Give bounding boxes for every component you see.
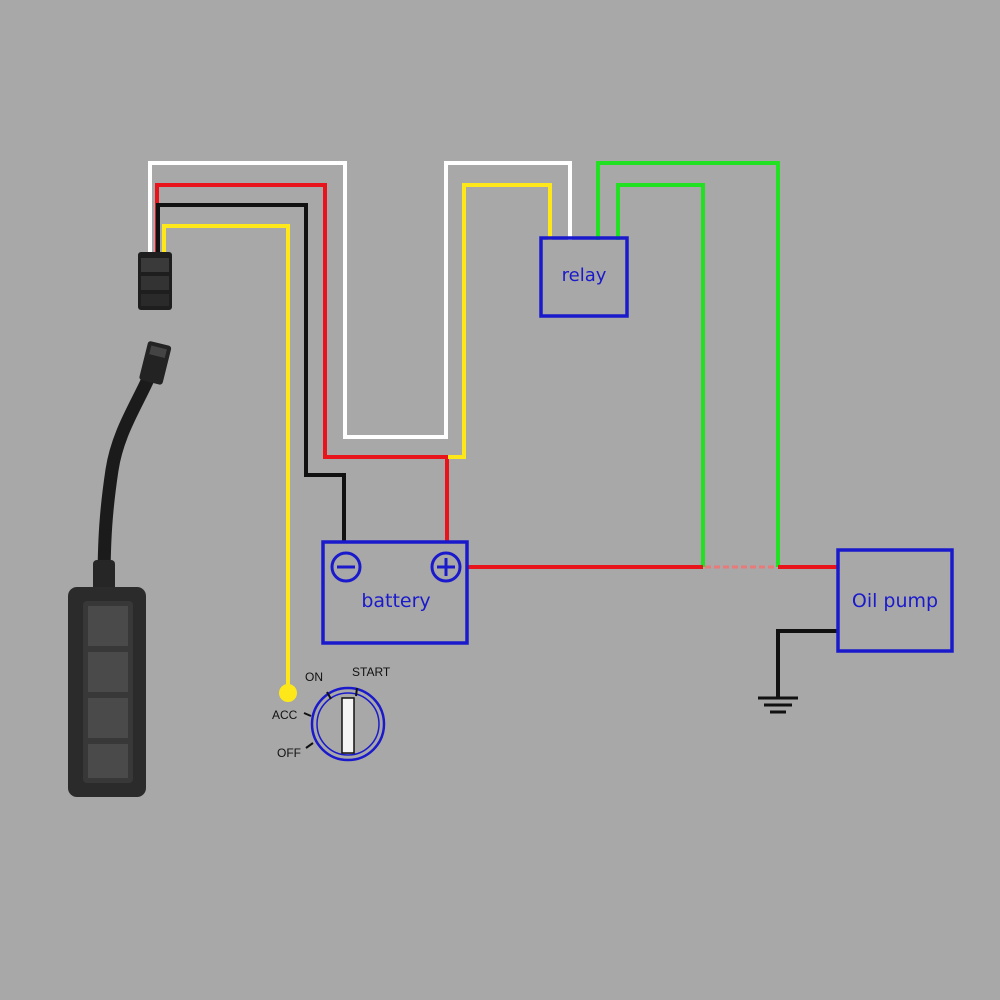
acc-terminal-dot	[279, 684, 297, 702]
ignition-off-label: OFF	[277, 746, 301, 760]
ignition-on-label: ON	[305, 670, 323, 684]
battery-negative-terminal-icon	[330, 551, 362, 583]
battery-label: battery	[361, 590, 430, 612]
ignition-acc-label: ACC	[272, 708, 298, 722]
yellow-wire-relay	[448, 183, 552, 459]
oil-pump-box: Oil pump	[836, 548, 954, 653]
ignition-start-label: START	[352, 665, 391, 679]
ground-icon	[758, 696, 798, 714]
relay-box: relay	[539, 236, 629, 318]
ground-wire	[776, 629, 838, 697]
red-wire	[155, 183, 449, 543]
wire-harness-connector	[138, 252, 172, 310]
battery-positive-terminal-icon	[430, 551, 462, 583]
oil-pump-label: Oil pump	[852, 590, 938, 612]
ignition-key-slot	[341, 697, 355, 754]
yellow-wire-acc	[162, 224, 290, 690]
gps-tracker-device	[68, 341, 172, 797]
green-wire-inner	[616, 183, 705, 567]
green-wire-outer	[596, 161, 780, 567]
ignition-switch: ACC ON START OFF	[272, 665, 391, 762]
relay-label: relay	[562, 265, 607, 286]
black-wire	[156, 203, 346, 543]
white-wire	[148, 161, 572, 439]
battery-box: battery	[321, 540, 469, 645]
